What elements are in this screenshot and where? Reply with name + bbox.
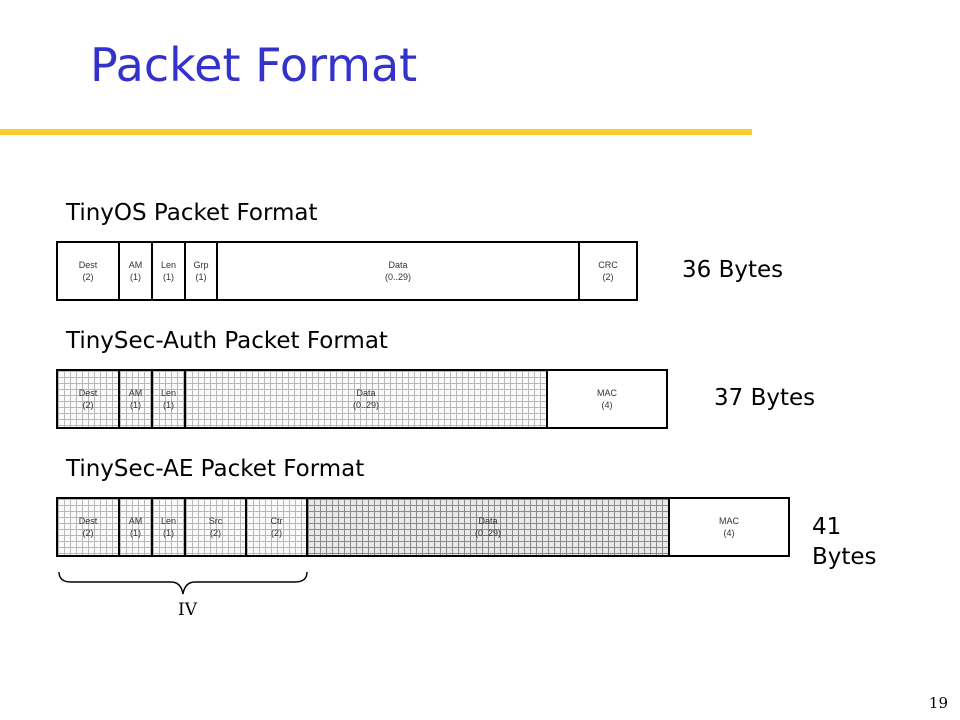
field-name: AM [128,388,143,398]
slide-title: Packet Format [90,38,418,92]
field-name: Data [388,260,408,270]
tinyos-packet-label: TinyOS Packet Format [66,200,318,226]
field-name: AM [128,516,143,526]
field-bytes: (2) [82,400,94,410]
field-name: Len [160,260,177,270]
field-bytes: (2) [602,272,614,282]
field-bytes: (1) [195,272,207,282]
field-bytes: (1) [163,528,174,538]
tinysec-auth-packet-label: TinySec-Auth Packet Format [66,328,388,354]
field-name: Dest [78,516,98,526]
packet-field-mac: MAC (4) [548,371,666,427]
packet-field-dest: Dest (2) [58,243,120,299]
tinysec-ae-packet-label: TinySec-AE Packet Format [66,456,365,482]
tinyos-packet-diagram: Dest(2) AM(1) Len(1) Grp(1) Data(0..29) … [56,241,638,301]
title-underline [0,129,752,135]
packet-field-crc: CRC (2) [580,243,636,299]
packet-field-len: Len (1) [153,243,186,299]
field-bytes: (2) [210,528,221,538]
field-name: MAC [597,388,617,398]
packet-field-dest: Dest (2) [58,371,120,427]
field-bytes: (4) [601,400,613,410]
field-name: Data [478,516,498,526]
packet-field-mac: MAC (4) [670,499,788,555]
field-bytes: (1) [130,272,141,282]
field-bytes: (1) [130,400,141,410]
packet-field-am: AM (1) [120,499,153,555]
field-name: Len [160,388,177,398]
iv-brace-icon [58,571,308,595]
packet-field-dest: Dest (2) [58,499,120,555]
field-bytes: (4) [723,528,735,538]
iv-label: IV [178,600,197,620]
field-bytes: (0..29) [474,528,501,538]
packet-field-len: Len (1) [153,499,186,555]
field-bytes: (1) [163,400,174,410]
field-name: AM [128,260,143,270]
tinysec-ae-packet-diagram: Dest (2) AM (1) Len (1) Src (2) Ctr (2) Data (… [56,497,790,557]
field-name: Ctr [270,516,283,526]
field-name: Dest [78,388,98,398]
field-bytes: (2) [271,528,282,538]
packet-field-am: AM (1) [120,243,153,299]
field-name: CRC [598,260,618,270]
tinysec-auth-packet-size: 37 Bytes [714,385,816,411]
packet-field-len: Len (1) [153,371,186,427]
field-bytes: (2) [82,528,94,538]
packet-field-src: Src (2) [186,499,247,555]
packet-field-data: Data (0..29) [308,499,670,555]
field-name: Data [356,388,376,398]
field-name: MAC [719,516,739,526]
packet-field-data: Data (0..29) [186,371,548,427]
field-bytes: (0..29) [384,272,411,282]
field-bytes: (2) [82,272,94,282]
field-name: Dest [78,260,98,270]
field-name: Len [160,516,177,526]
packet-field-ctr: Ctr (2) [247,499,308,555]
packet-field-grp: Grp (1) [186,243,218,299]
field-name: Grp [193,260,209,270]
packet-field-data: Data (0..29) [218,243,580,299]
page-number: 19 [928,694,948,712]
tinysec-auth-packet-diagram: Dest (2) AM (1) Len (1) Data (0..29) MAC (4) [56,369,668,429]
field-bytes: (1) [130,528,141,538]
field-bytes: (0..29) [352,400,379,410]
tinysec-ae-packet-size: 41 Bytes [812,514,877,570]
field-bytes: (1) [163,272,174,282]
field-name: Src [208,516,223,526]
packet-field-am: AM (1) [120,371,153,427]
tinyos-packet-size: 36 Bytes [682,257,784,283]
